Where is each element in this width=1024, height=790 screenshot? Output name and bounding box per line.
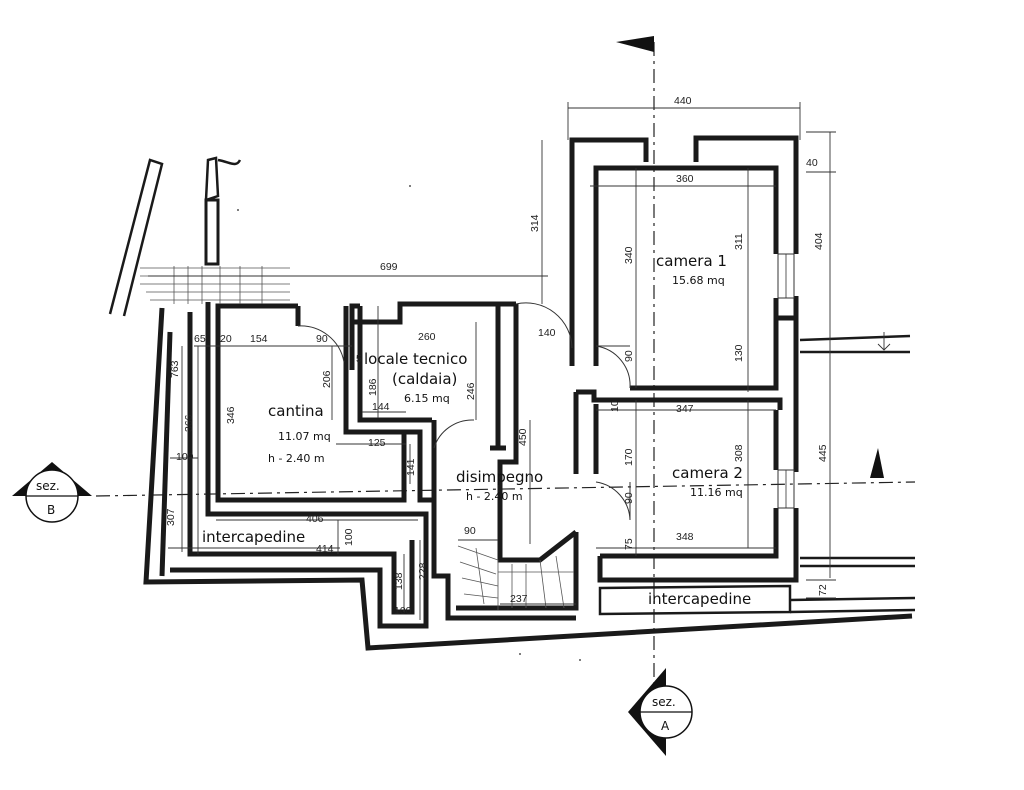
dim-186: 186 (367, 378, 379, 396)
dim-100-b: 100 (343, 528, 355, 546)
dim-141: 141 (405, 458, 417, 476)
dim-450: 450 (517, 428, 529, 446)
camera-2-area: 11.16 mq (690, 486, 743, 499)
dim-130: 130 (733, 344, 745, 362)
dim-237: 237 (510, 593, 528, 605)
dim-260: 260 (418, 331, 436, 343)
intercapedine-right-name: intercapedine (648, 590, 751, 608)
dim-90-d: 90 (464, 525, 476, 537)
dim-340: 340 (623, 246, 635, 264)
dim-206: 206 (321, 370, 333, 388)
dim-307: 307 (165, 508, 177, 526)
cantina-area: 11.07 mq (278, 430, 331, 443)
scan-noise (237, 185, 581, 661)
dim-125: 125 (368, 437, 386, 449)
camera-1-area: 15.68 mq (672, 274, 725, 287)
dim-40: 40 (806, 157, 818, 169)
dim-72: 72 (817, 584, 829, 596)
room-labels: camera 1 15.68 mq camera 2 11.16 mq cant… (202, 252, 751, 608)
dim-65: 65 (194, 333, 206, 345)
dim-5: 5 (356, 353, 362, 365)
dim-308: 308 (733, 444, 745, 462)
dim-140: 140 (538, 327, 556, 339)
dim-360: 360 (676, 173, 694, 185)
locale-tecnico-name: locale tecnico (364, 350, 467, 368)
dim-366: 366 (183, 414, 195, 432)
dim-414: 414 (316, 543, 334, 555)
dim-170: 170 (623, 448, 635, 466)
dim-100-c: 100 (394, 605, 412, 617)
dim-154: 154 (250, 333, 268, 345)
dim-144: 144 (372, 401, 390, 413)
dim-346: 346 (225, 406, 237, 424)
dim-404: 404 (813, 232, 825, 250)
section-a-label: sez. (652, 695, 676, 709)
dim-347: 347 (676, 403, 694, 415)
dim-246: 246 (465, 382, 477, 400)
dim-440: 440 (674, 95, 692, 107)
dim-311: 311 (733, 233, 745, 250)
central-block-walls (108, 156, 913, 651)
dim-445: 445 (817, 444, 829, 462)
dim-348: 348 (676, 531, 694, 543)
dim-138: 138 (393, 572, 405, 590)
dim-406: 406 (306, 513, 324, 525)
section-a-top-flag (616, 36, 654, 52)
dim-90-a: 90 (623, 350, 635, 362)
camera-1-name: camera 1 (656, 252, 727, 270)
disimpegno-height: h - 2.40 m (466, 490, 523, 503)
doors (297, 302, 631, 521)
dim-763: 763 (169, 360, 181, 378)
camera-2-name: camera 2 (672, 464, 743, 482)
intercapedine-left-name: intercapedine (202, 528, 305, 546)
dim-100-a: 100 (176, 451, 194, 463)
dimension-lines (148, 102, 891, 620)
dim-314: 314 (529, 214, 541, 232)
section-a-letter: A (661, 719, 670, 733)
dim-228: 228 (417, 562, 429, 580)
section-b-label: sez. (36, 479, 60, 493)
dim-75: 75 (623, 538, 635, 550)
dim-699: 699 (380, 261, 398, 273)
right-block-walls (456, 135, 916, 616)
dim-90-c: 90 (623, 492, 635, 504)
dim-90-b: 90 (316, 333, 328, 345)
cantina-name: cantina (268, 402, 324, 420)
section-b-marker: sez. B (12, 462, 92, 523)
cantina-height: h - 2.40 m (268, 452, 325, 465)
dimension-numbers: 440 40 360 314 340 311 404 699 140 90 13… (165, 95, 829, 617)
section-b-right-marker (870, 448, 884, 478)
stairs (140, 266, 574, 610)
locale-tecnico-area: 6.15 mq (404, 392, 450, 405)
dim-10: 10 (609, 400, 621, 412)
section-a-marker: sez. A (628, 668, 693, 756)
disimpegno-name: disimpegno (456, 468, 543, 486)
section-b-letter: B (47, 503, 55, 517)
dim-20: 20 (220, 333, 232, 345)
locale-tecnico-sub: (caldaia) (392, 370, 457, 388)
